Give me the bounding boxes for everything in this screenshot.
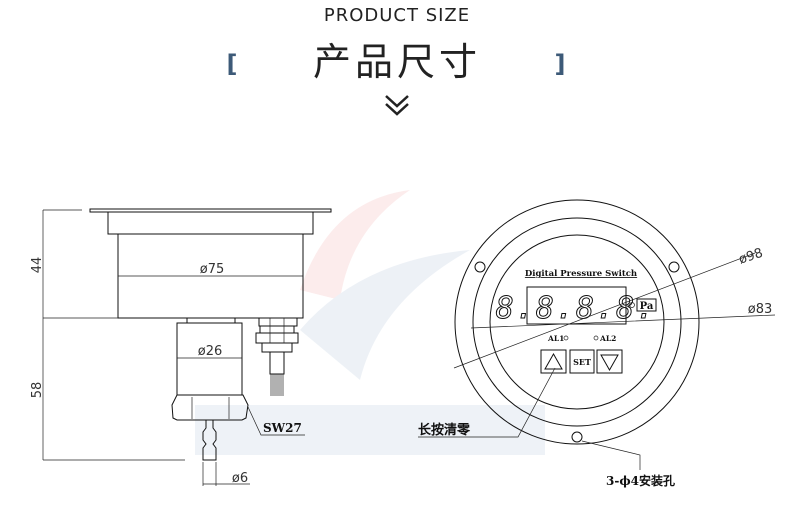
- digital-display: [526, 286, 627, 325]
- chevron-down-icon: [385, 95, 409, 116]
- mounting-hole: [668, 261, 680, 273]
- alarm1-label: AL1: [547, 334, 564, 343]
- watermark-logo: [195, 190, 545, 455]
- label-hex-size: SW27: [263, 421, 302, 435]
- triangle-down-icon: [600, 354, 619, 372]
- dim-height-lower: 58: [30, 382, 45, 399]
- dim-stem-diameter: ø26: [198, 344, 223, 359]
- mounting-holes-note: 3-ϕ4安装孔: [606, 473, 675, 488]
- triangle-up-icon: [544, 352, 563, 370]
- dim-body-diameter: ø75: [200, 262, 225, 277]
- set-button-label: SET: [573, 357, 591, 367]
- dim-outer-diameter: ø98: [737, 246, 765, 268]
- cable-gland: [255, 317, 299, 396]
- bracket-left: [: [227, 50, 238, 78]
- mounting-hole: [474, 261, 486, 273]
- alarm2-label: AL2: [599, 334, 616, 343]
- front-view: Digital Pressure Switch 8.8.8.8. Pa AL1 …: [418, 199, 776, 488]
- dim-inner-diameter: ø83: [748, 302, 773, 317]
- display-digits: 8.8.8.8.: [496, 291, 657, 326]
- dim-barb-diameter: ø6: [232, 471, 248, 486]
- side-view: 44 58 ø75 ø26 ø6 SW27: [30, 208, 332, 486]
- mounting-hole: [571, 431, 583, 443]
- down-button[interactable]: [596, 349, 623, 374]
- panel-title: Digital Pressure Switch: [525, 269, 637, 279]
- up-button[interactable]: [540, 349, 567, 374]
- title-cn: 产品尺寸: [313, 40, 481, 84]
- zero-note: 长按清零: [418, 422, 471, 438]
- unit-label: Pa: [640, 301, 654, 312]
- set-button[interactable]: SET: [569, 349, 595, 374]
- title-en: PRODUCT SIZE: [324, 5, 470, 26]
- dim-height-upper: 44: [30, 257, 45, 274]
- bracket-right: ]: [555, 50, 566, 78]
